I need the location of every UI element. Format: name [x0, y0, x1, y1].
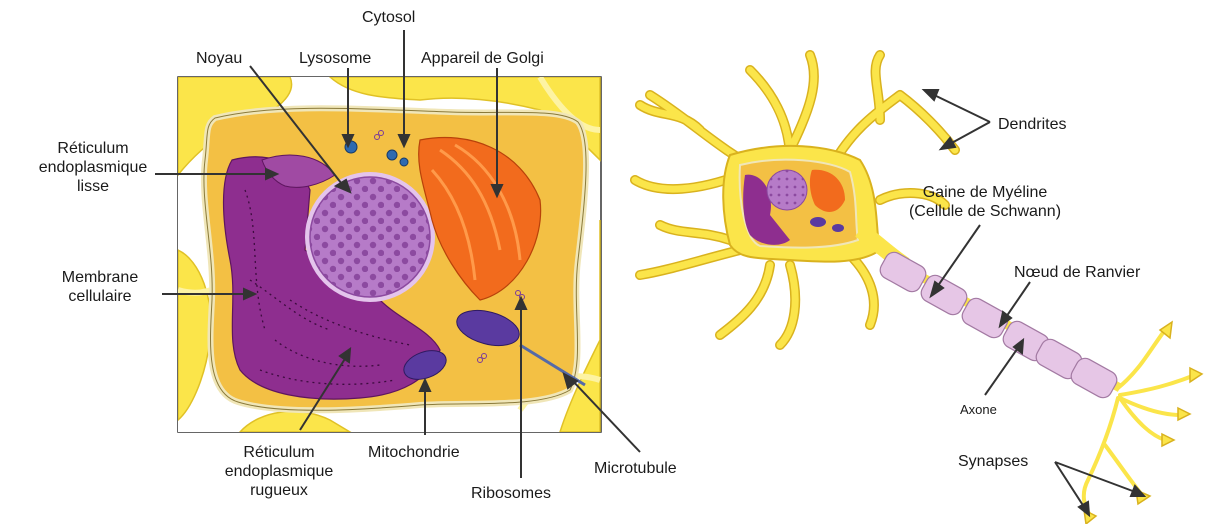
label-reticulum-lisse: Réticulum endoplasmique lisse: [33, 139, 153, 196]
label-microtubule: Microtubule: [594, 459, 677, 478]
cell-illustration: [178, 77, 601, 432]
label-mitochondrie: Mitochondrie: [368, 443, 460, 462]
label-reticulum-rugueux: Réticulum endoplasmique rugueux: [214, 443, 344, 500]
axon-terminals: [1084, 330, 1195, 515]
label-noeud-ranvier: Nœud de Ranvier: [1014, 263, 1140, 282]
neuron-illustration: [635, 55, 1202, 524]
label-appareil-golgi: Appareil de Golgi: [421, 49, 544, 68]
label-cytosol: Cytosol: [362, 8, 415, 27]
label-gaine-myeline: Gaine de Myéline (Cellule de Schwann): [900, 183, 1070, 221]
label-lysosome: Lysosome: [299, 49, 371, 68]
lysosome-2: [387, 150, 397, 160]
label-noyau: Noyau: [196, 49, 242, 68]
label-synapses: Synapses: [958, 452, 1028, 471]
label-ribosomes: Ribosomes: [471, 484, 551, 503]
label-membrane-cellulaire: Membrane cellulaire: [50, 268, 150, 306]
label-axone: Axone: [960, 402, 997, 418]
label-dendrites: Dendrites: [998, 115, 1066, 134]
